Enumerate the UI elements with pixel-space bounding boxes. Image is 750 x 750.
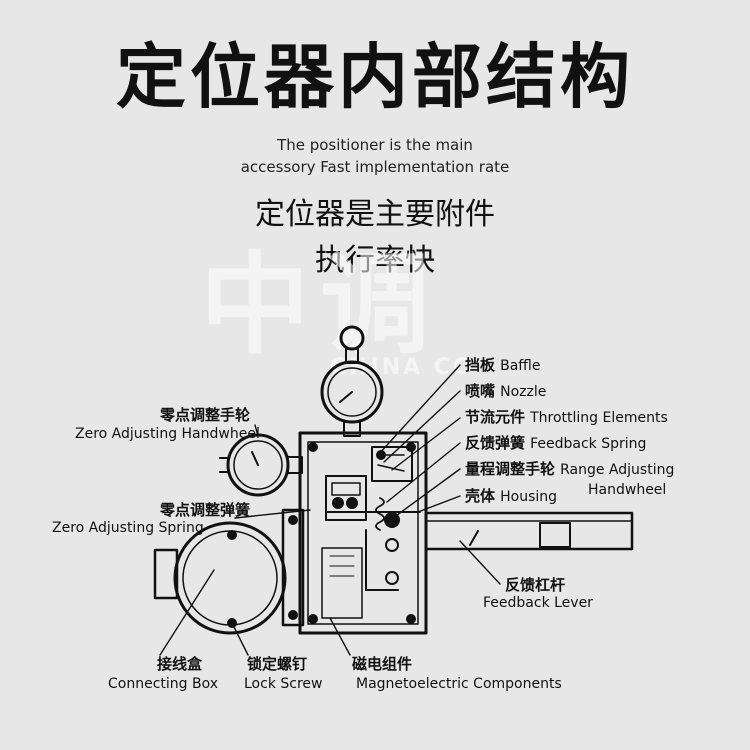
label-lock-screw-en: Lock Screw (244, 676, 323, 692)
label-baffle: 挡板 Baffle (465, 356, 540, 374)
label-feedback-spring-en: Feedback Spring (530, 436, 647, 452)
zero-adjusting-handwheel (219, 433, 303, 497)
subtitle-english: The positioner is the main accessory Fas… (0, 134, 750, 178)
subtitle-chinese-line-1: 定位器是主要附件 (255, 197, 495, 232)
connecting-box (153, 508, 305, 635)
label-baffle-cn: 挡板 (465, 356, 496, 374)
label-zero-handwheel-english: Zero Adjusting Handwheel (75, 426, 260, 442)
top-pressure-gauge (320, 325, 384, 437)
feedback-lever-shaft (424, 511, 634, 551)
subtitle-english-line-2: accessory Fast implementation rate (240, 158, 510, 176)
label-zero-handwheel-en: Zero Adjusting Handwheel (75, 426, 260, 442)
label-housing: 壳体 Housing (465, 487, 557, 505)
label-range-line-2: Handwheel (588, 480, 666, 498)
label-feedback-lever-en: Feedback Lever (483, 595, 593, 611)
label-zero-handwheel-cn: 零点调整手轮 (160, 406, 251, 424)
housing-body (298, 431, 428, 635)
label-range-adjusting-handwheel: 量程调整手轮 Range Adjusting (465, 460, 674, 478)
subtitle-chinese: 定位器是主要附件 执行率快 (0, 192, 750, 284)
label-lock-screw-cn: 锁定螺钉 (247, 655, 308, 673)
label-magnetoelectric: 磁电组件 (352, 656, 412, 673)
label-connecting-box: 接线盒 (157, 656, 202, 673)
label-range-cn: 量程调整手轮 (465, 460, 556, 478)
label-range-en-2: Handwheel (588, 482, 667, 498)
label-lock-screw: 锁定螺钉 (247, 656, 307, 673)
label-housing-cn: 壳体 (465, 487, 496, 505)
label-throttling-en: Throttling Elements (530, 410, 668, 426)
label-feedback-spring-cn: 反馈弹簧 (465, 434, 526, 452)
label-zero-spring-en: Zero Adjusting Spring (52, 520, 204, 536)
label-nozzle-cn: 喷嘴 (465, 382, 496, 400)
label-baffle-en: Baffle (500, 358, 541, 374)
label-feedback-lever: 反馈杠杆 (505, 577, 565, 594)
label-zero-spring: 零点调整弹簧 (160, 502, 250, 519)
label-feedback-spring: 反馈弹簧 Feedback Spring (465, 434, 646, 452)
label-magneto-cn: 磁电组件 (352, 655, 413, 673)
label-magnetoelectric-english: Magnetoelectric Components (356, 676, 562, 692)
label-connecting-box-english: Connecting Box (108, 676, 219, 692)
label-throttling-elements: 节流元件 Throttling Elements (465, 408, 668, 426)
label-zero-spring-cn: 零点调整弹簧 (160, 501, 251, 519)
leader-lines (159, 364, 501, 656)
label-zero-spring-english: Zero Adjusting Spring (52, 520, 204, 536)
label-connecting-box-en: Connecting Box (108, 676, 219, 692)
label-magneto-en: Magnetoelectric Components (356, 676, 562, 692)
page-title: 定位器内部结构 (116, 36, 634, 118)
label-nozzle-en: Nozzle (500, 384, 547, 400)
label-housing-en: Housing (500, 489, 558, 505)
subtitle-chinese-line-2: 执行率快 (315, 243, 435, 278)
label-throttling-cn: 节流元件 (465, 408, 526, 426)
label-zero-handwheel: 零点调整手轮 (160, 407, 250, 424)
label-nozzle: 喷嘴 Nozzle (465, 382, 546, 400)
label-range-en-1: Range Adjusting (560, 462, 675, 478)
subtitle-english-line-1: The positioner is the main (277, 136, 473, 154)
label-lock-screw-english: Lock Screw (244, 676, 323, 692)
label-connecting-box-cn: 接线盒 (157, 655, 203, 673)
label-feedback-lever-english: Feedback Lever (483, 595, 593, 611)
label-feedback-lever-cn: 反馈杠杆 (505, 576, 566, 594)
internal-mechanism (325, 446, 421, 591)
